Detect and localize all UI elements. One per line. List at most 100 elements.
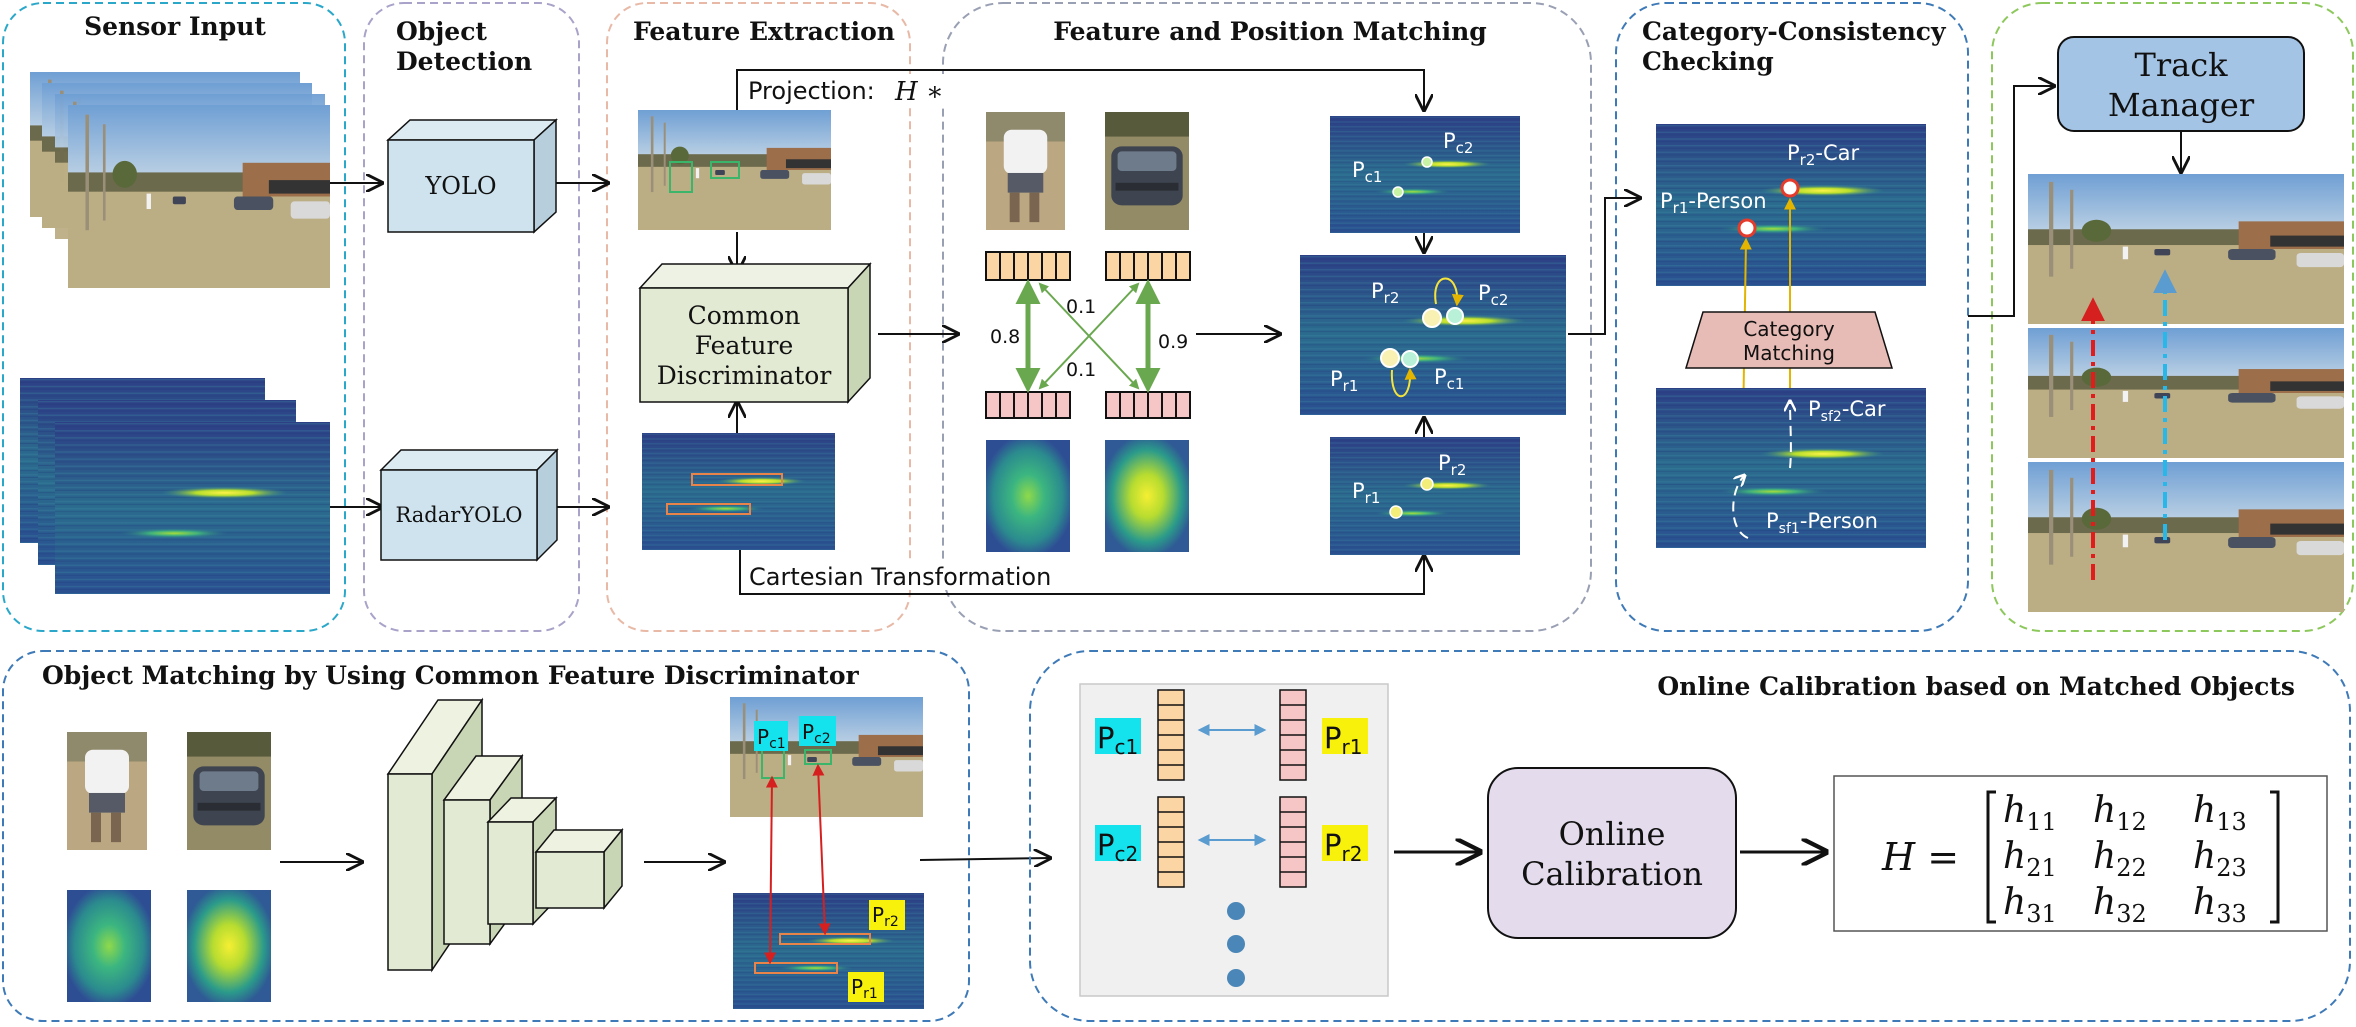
svg-text:Category: Category — [1743, 317, 1835, 341]
matrix-cell-h33: h33 — [2193, 882, 2247, 928]
detected-camera-image — [638, 110, 831, 230]
svg-text:Online: Online — [1559, 815, 1666, 853]
svg-text:Calibration: Calibration — [1521, 855, 1703, 893]
svg-text:Pc2: Pc2 — [1097, 828, 1138, 866]
svg-text:Pr2: Pr2 — [1371, 279, 1399, 307]
svg-text:Pr1: Pr1 — [851, 975, 878, 1002]
common-feature-discriminator-box: Common Feature Discriminator — [638, 262, 872, 404]
feature-extraction-title: Feature Extraction — [633, 17, 895, 46]
svg-text:Psf2-Car: Psf2-Car — [1808, 397, 1886, 425]
svg-text:Matching: Matching — [1743, 341, 1835, 365]
svg-text:Pc1: Pc1 — [757, 725, 786, 752]
svg-text:Manager: Manager — [2108, 86, 2255, 124]
matched-radar-image: Pr2 Pr1 — [733, 893, 924, 1009]
radar-position-map: Pr2 Pr1 — [1330, 437, 1520, 555]
sensor-input-panel — [2, 2, 346, 632]
match-line-1 — [764, 775, 778, 965]
radar-patch-2 — [1105, 440, 1189, 552]
matrix-cell-h21: h21 — [2003, 836, 2057, 882]
svg-text:Pr2: Pr2 — [1324, 828, 1362, 866]
svg-text:Pc1: Pc1 — [1434, 365, 1464, 393]
svg-text:Pc2: Pc2 — [1443, 129, 1473, 157]
svg-text:Pc1: Pc1 — [1352, 158, 1382, 186]
match-line-2 — [812, 763, 831, 936]
svg-text:Pr1: Pr1 — [1330, 367, 1358, 395]
projection-path — [736, 69, 1424, 110]
projection-operator: H ∗ — [894, 77, 944, 107]
matrix-cell-h23: h23 — [2193, 836, 2247, 882]
similarity-p1-c1: 0.8 — [990, 326, 1020, 348]
similarity-cross-top: 0.1 — [1066, 296, 1096, 318]
detected-radar-image — [642, 433, 835, 550]
matrix-cell-h22: h22 — [2093, 836, 2147, 882]
svg-text:Pc2: Pc2 — [1478, 281, 1508, 309]
category-checking-title-line1: Category-Consistency — [1642, 17, 1947, 46]
svg-text:Pr1-Person: Pr1-Person — [1660, 189, 1767, 217]
category-top-map: Pr2-Car Pr1-Person — [1656, 124, 1926, 286]
svg-text:Pr1: Pr1 — [1324, 721, 1362, 759]
arrow-to-category-check — [1568, 198, 1640, 335]
svg-text:Pr2: Pr2 — [1438, 451, 1466, 479]
track-manager-box: Track Manager — [2057, 36, 2305, 132]
network-blocks — [386, 697, 624, 973]
svg-text:Pr1: Pr1 — [1352, 479, 1380, 507]
online-calibration-title: Online Calibration based on Matched Obje… — [1657, 672, 2295, 701]
matched-pair-1: Pc1 Pr1 — [1095, 689, 1368, 781]
svg-text:H =: H = — [1881, 835, 1959, 879]
svg-text:Pc1: Pc1 — [1097, 721, 1138, 759]
camera-frame-stack — [30, 72, 330, 288]
feature-vector-radar-2 — [1105, 391, 1191, 419]
object-matching-title: Object Matching by Using Common Feature … — [42, 661, 860, 690]
projection-label: Projection: — [748, 77, 875, 105]
object-matching-panel — [2, 650, 970, 1022]
radar-patch-bottom-1 — [67, 890, 151, 1002]
svg-text:Track: Track — [2134, 46, 2228, 84]
matched-pair-2: Pc2 Pr2 — [1095, 796, 1368, 888]
radar-patch-1 — [986, 440, 1070, 552]
svg-text:Discriminator: Discriminator — [657, 361, 832, 390]
car-thumbnail — [1105, 112, 1189, 230]
svg-text:RadarYOLO: RadarYOLO — [395, 503, 522, 527]
tracking-frames — [2028, 174, 2344, 612]
feature-vector-camera-1 — [985, 251, 1071, 281]
feature-extraction-panel — [606, 2, 911, 632]
person-thumb-bottom — [67, 732, 147, 850]
matrix-cell-h11: h11 — [2003, 790, 2057, 836]
feature-matching-title: Feature and Position Matching — [1053, 17, 1487, 46]
svg-text:Pr2: Pr2 — [872, 903, 899, 930]
svg-text:YOLO: YOLO — [424, 172, 496, 200]
ellipsis-dots — [1227, 902, 1245, 987]
similarity-p2-c2: 0.9 — [1158, 331, 1188, 353]
feature-matching-panel — [942, 2, 1592, 632]
radar-frame-stack — [20, 378, 330, 594]
radaryolo-box: RadarYOLO — [379, 448, 559, 562]
feature-vector-camera-2 — [1105, 251, 1191, 281]
svg-text:Pr2-Car: Pr2-Car — [1787, 141, 1860, 169]
arrow-to-calibration — [919, 858, 1050, 860]
feature-vector-radar-1 — [985, 391, 1071, 419]
cartesian-label: Cartesian Transformation — [749, 563, 1051, 591]
cartesian-path — [739, 550, 1424, 595]
camera-position-map: Pc1 Pc2 — [1330, 116, 1520, 233]
online-calibration-panel — [1029, 650, 2351, 1022]
object-detection-title-line1: Object — [396, 17, 487, 46]
category-matching-box: Category Matching — [1684, 311, 1894, 369]
fused-position-map: Pr2 Pc2 Pr1 Pc1 — [1300, 255, 1566, 415]
object-detection-panel — [363, 2, 580, 632]
category-checking-title-line2: Checking — [1642, 47, 1774, 76]
similarity-cross-bottom: 0.1 — [1066, 359, 1096, 381]
svg-text:Pc2: Pc2 — [802, 720, 831, 747]
matrix-cell-h31: h31 — [2003, 882, 2057, 928]
matrix-cell-h12: h12 — [2093, 790, 2147, 836]
car-thumb-bottom — [187, 732, 271, 850]
svg-text:Common: Common — [688, 301, 801, 330]
svg-text:Psf1-Person: Psf1-Person — [1766, 509, 1878, 537]
matched-camera-image: Pc1 Pc2 — [730, 697, 923, 817]
matrix-cell-h32: h32 — [2093, 882, 2147, 928]
radar-patch-bottom-2 — [187, 890, 271, 1002]
cross-arrow-2 — [1038, 282, 1140, 390]
arrow-to-tracking — [1968, 86, 2054, 317]
yolo-box: YOLO — [386, 118, 558, 234]
